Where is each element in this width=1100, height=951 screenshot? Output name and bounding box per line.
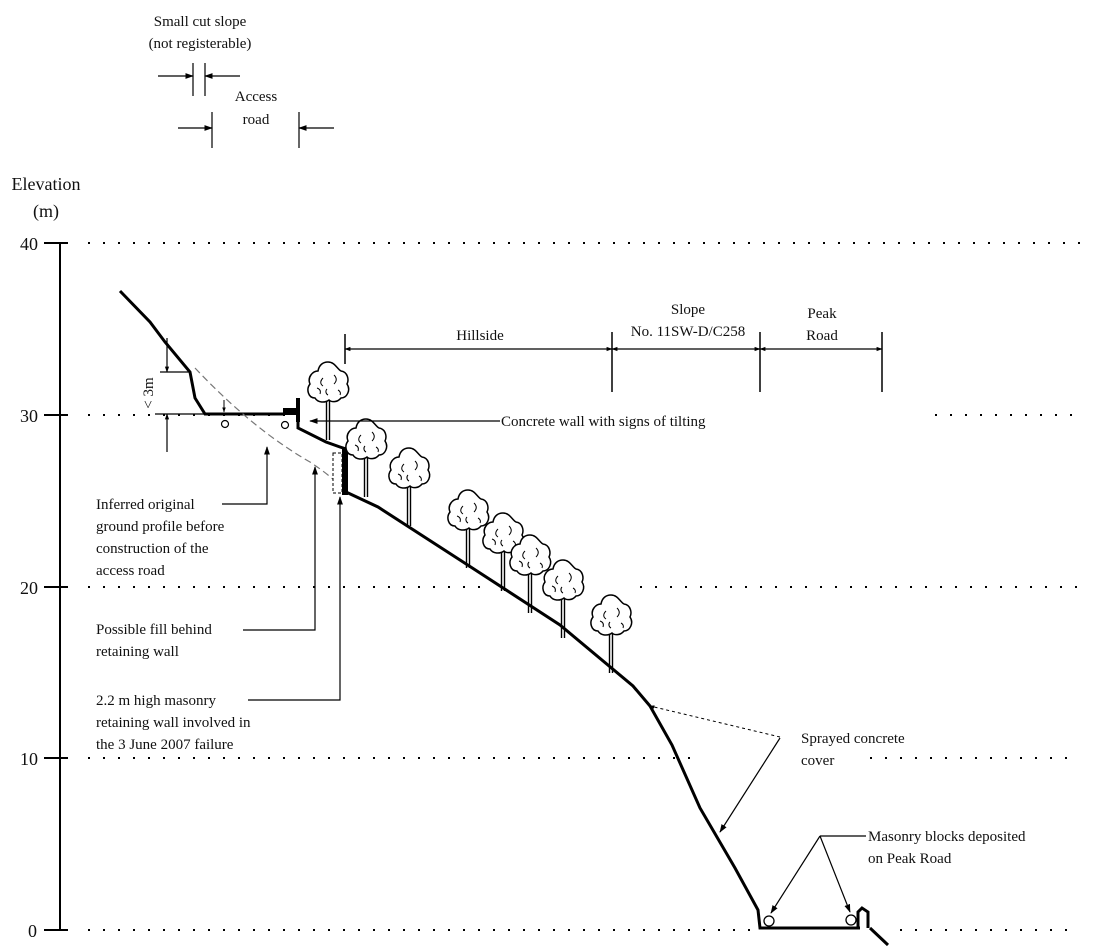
masonry-wall-label: retaining wall involved in [96, 715, 251, 731]
kerb-structure [856, 906, 870, 928]
axis-unit: (m) [33, 201, 59, 222]
tree [345, 418, 388, 498]
tree [590, 594, 633, 674]
peak-road-label: Peak [807, 306, 837, 322]
left-callouts: Inferred original ground profile before … [96, 446, 343, 753]
concrete-wall-top [283, 408, 297, 415]
boulder-marker [220, 419, 230, 429]
possible-fill-label: Possible fill behind [96, 622, 212, 638]
height-label: < 3m [141, 377, 157, 409]
inferred-profile-label: access road [96, 563, 165, 579]
trees [307, 361, 633, 674]
main-slope-profile [345, 490, 860, 930]
masonry-block [763, 915, 775, 927]
tick-label-10: 10 [20, 749, 38, 769]
masonry-blocks-leader [770, 835, 821, 914]
tick-label-40: 40 [20, 234, 38, 254]
slope-label: Slope [671, 302, 706, 318]
small-cut-slope-label: Small cut slope [154, 14, 247, 30]
peak-road-label: Road [806, 328, 838, 344]
masonry-blocks-leader [819, 835, 851, 913]
inferred-profile-label: ground profile before [96, 519, 225, 535]
masonry-wall-leader [248, 496, 343, 701]
possible-fill-zone [332, 452, 343, 494]
concrete-wall-label: Concrete wall with signs of tilting [501, 414, 706, 430]
tree [307, 361, 350, 441]
access-road-dimension: Small cut slope (not registerable) Acces… [149, 14, 334, 148]
tick-label-0: 0 [28, 921, 37, 941]
sprayed-concrete-label: Sprayed concrete [801, 731, 905, 747]
section-dimensions: Hillside Slope No. 11SW-D/C258 Peak Road [344, 302, 883, 392]
tick-label-30: 30 [20, 406, 38, 426]
possible-fill-leader [243, 466, 318, 631]
masonry-blocks-label: on Peak Road [868, 851, 952, 867]
concrete-wall [296, 398, 300, 422]
right-callouts: Sprayed concrete cover Masonry blocks de… [649, 705, 1026, 914]
slope-number-label: No. 11SW-D/C258 [631, 324, 745, 340]
elevation-gridlines [88, 242, 1080, 931]
access-road-label: Access [235, 89, 278, 105]
axis-title: Elevation [12, 174, 81, 194]
boulder-marker [280, 420, 290, 430]
inferred-profile-label: construction of the [96, 541, 209, 557]
tick-label-20: 20 [20, 578, 38, 598]
sprayed-concrete-leader [719, 737, 781, 833]
small-cut-slope-label: (not registerable) [149, 36, 252, 52]
cut-height-marker: < 3m [141, 338, 205, 452]
structures [220, 398, 870, 928]
masonry-wall-label: 2.2 m high masonry [96, 693, 216, 709]
peak-road-edge [868, 926, 890, 947]
hillside-label: Hillside [456, 328, 504, 344]
inferred-profile-leader [222, 446, 270, 505]
masonry-block [845, 914, 857, 926]
sprayed-concrete-label: cover [801, 753, 834, 769]
masonry-retaining-wall [342, 447, 348, 495]
inferred-profile-label: Inferred original [96, 497, 195, 513]
concrete-wall-callout: Concrete wall with signs of tilting [222, 400, 706, 430]
masonry-wall-label: the 3 June 2007 failure [96, 737, 234, 753]
elevation-axis: Elevation (m) 40 30 20 10 0 [12, 174, 81, 941]
tree [388, 447, 431, 527]
ground-profile [118, 289, 890, 947]
masonry-blocks-label: Masonry blocks deposited [868, 829, 1026, 845]
access-road-label: road [243, 112, 270, 128]
sprayed-concrete-leader [649, 705, 781, 738]
possible-fill-label: retaining wall [96, 644, 179, 660]
